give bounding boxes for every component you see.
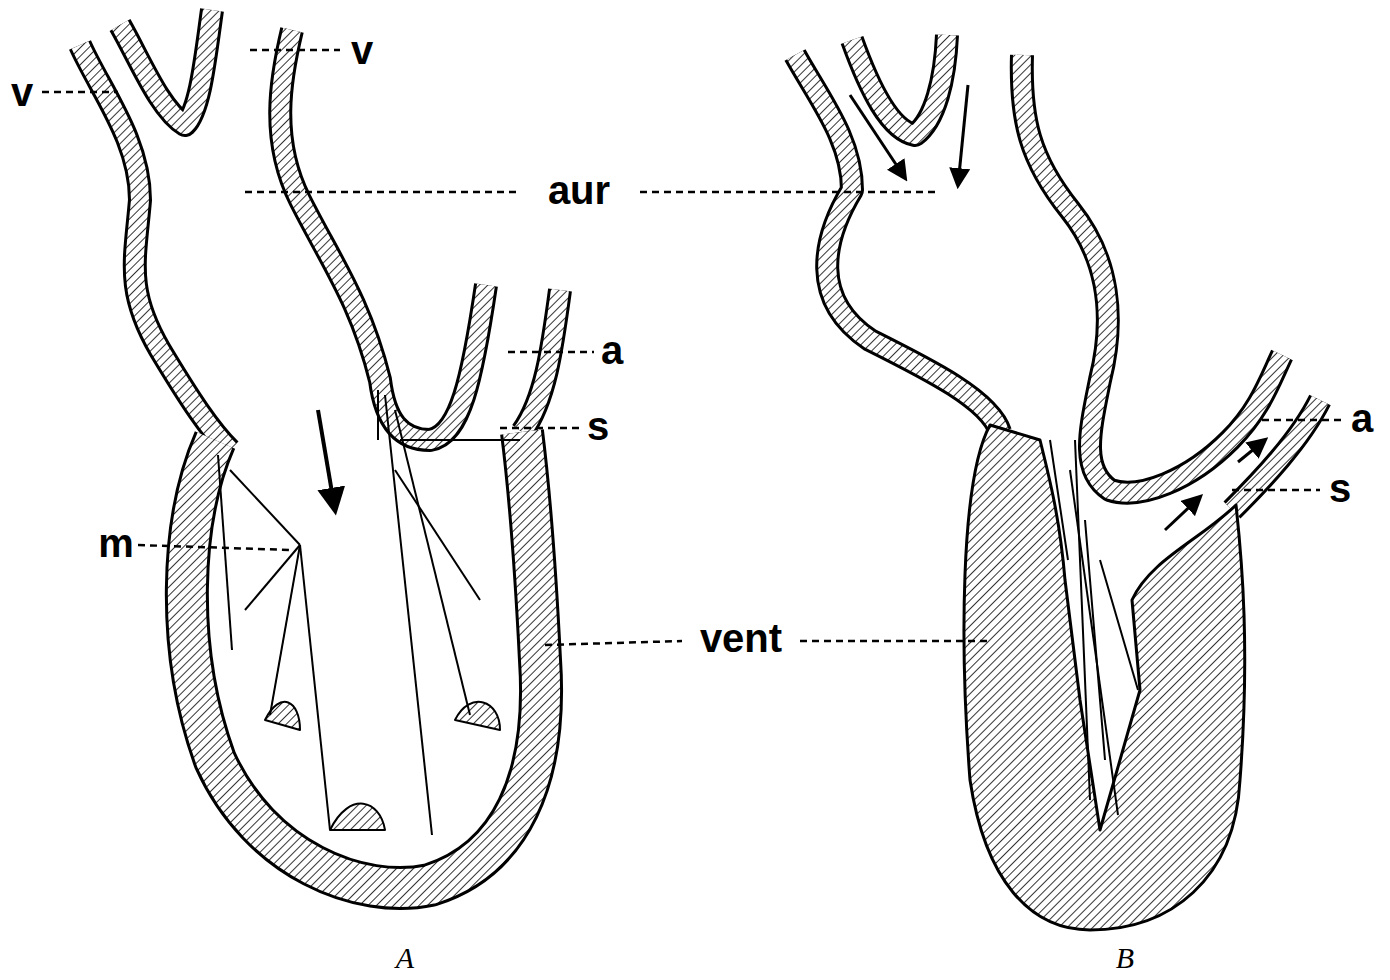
heart-b-walls (795, 35, 1320, 930)
heart-b-chordae (1050, 440, 1138, 815)
leader-lines (42, 50, 1344, 645)
part-label: m (95, 523, 137, 563)
part-label: v (348, 30, 376, 70)
figure-letter: B (1113, 943, 1137, 973)
part-label: v (8, 72, 36, 112)
flow-arrows (850, 85, 1265, 530)
heart-a-walls (80, 10, 560, 888)
heart-a-chordae (218, 390, 520, 835)
part-label: vent (697, 618, 785, 658)
part-label: a (1348, 398, 1376, 438)
figure-letter: A (393, 943, 417, 973)
flow-arrow (318, 410, 335, 510)
part-label: s (1326, 468, 1354, 508)
part-label: s (584, 406, 612, 446)
part-label: a (598, 330, 626, 370)
part-label: aur (545, 170, 613, 210)
